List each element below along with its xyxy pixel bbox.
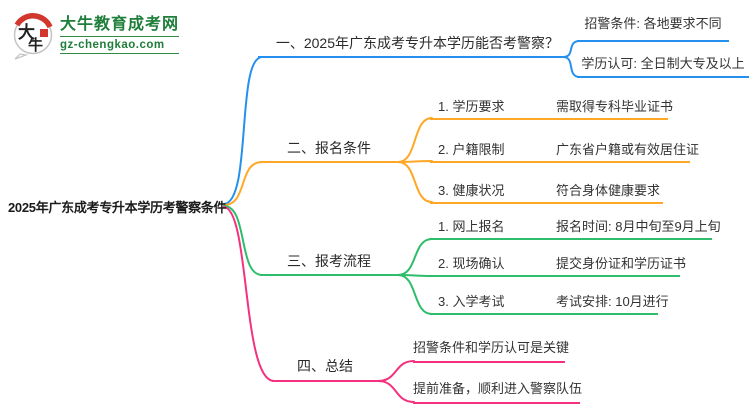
branch-3-child-3: 3. 入学考试 考试安排: 10月进行: [430, 288, 669, 315]
site-logo: 大 牛 大牛教育成考网 gz-chengkao.com: [10, 12, 180, 60]
child-label: 3. 入学考试: [438, 294, 505, 309]
branch-1-label: 一、2025年广东成考专升本学历能否考警察？: [258, 30, 565, 58]
child-value: 提交身份证和学历证书: [556, 256, 687, 271]
child-label: 2. 户籍限制: [438, 142, 505, 157]
svg-text:牛: 牛: [28, 36, 43, 54]
child-value: 需取得专科毕业证书: [556, 99, 674, 114]
logo-divider-top: [60, 35, 180, 37]
child-label: 1. 网上报名: [438, 219, 505, 234]
branch-2-child-2: 2. 户籍限制 广东省户籍或有效居住证: [430, 136, 699, 163]
child-value: 符合身体健康要求: [556, 183, 661, 198]
child-value: 报名时间: 8月中旬至9月上旬: [556, 219, 721, 234]
root-topic: 2025年广东成考专升本学历考警察条件: [8, 199, 227, 215]
branch-2-child-3: 3. 健康状况 符合身体健康要求: [430, 177, 663, 204]
branch-1-child-2: 学历认可: 全日制大专及以上: [577, 48, 749, 78]
child-value: 广东省户籍或有效居住证: [556, 142, 700, 157]
child-label: 3. 健康状况: [438, 183, 505, 198]
child-label: 2. 现场确认: [438, 256, 505, 271]
branch-4-child-2: 提前准备，顺利进入警察队伍: [413, 377, 582, 404]
branch-2-label: 二、报名条件: [260, 135, 398, 163]
branch-3-child-2: 2. 现场确认 提交身份证和学历证书: [430, 250, 686, 277]
branch-3-label: 三、报考流程: [260, 248, 398, 276]
branch-2-child-1: 1. 学历要求 需取得专科毕业证书: [430, 93, 673, 120]
branch-3-child-1: 1. 网上报名 报名时间: 8月中旬至9月上旬: [430, 213, 721, 240]
logo-domain: gz-chengkao.com: [60, 38, 165, 51]
child-label: 1. 学历要求: [438, 99, 505, 114]
branch-4-child-1: 招警条件和学历认可是关键: [413, 336, 569, 363]
svg-text:大: 大: [18, 22, 35, 43]
logo-site-name: 大牛教育成考网: [60, 16, 180, 34]
logo-divider-bottom: [60, 52, 180, 54]
child-value: 考试安排: 10月进行: [556, 294, 669, 309]
branch-1-child-1: 招警条件: 各地要求不同: [577, 12, 729, 42]
branch-4-label: 四、总结: [272, 352, 378, 382]
logo-bull-icon: 大 牛: [13, 13, 53, 60]
